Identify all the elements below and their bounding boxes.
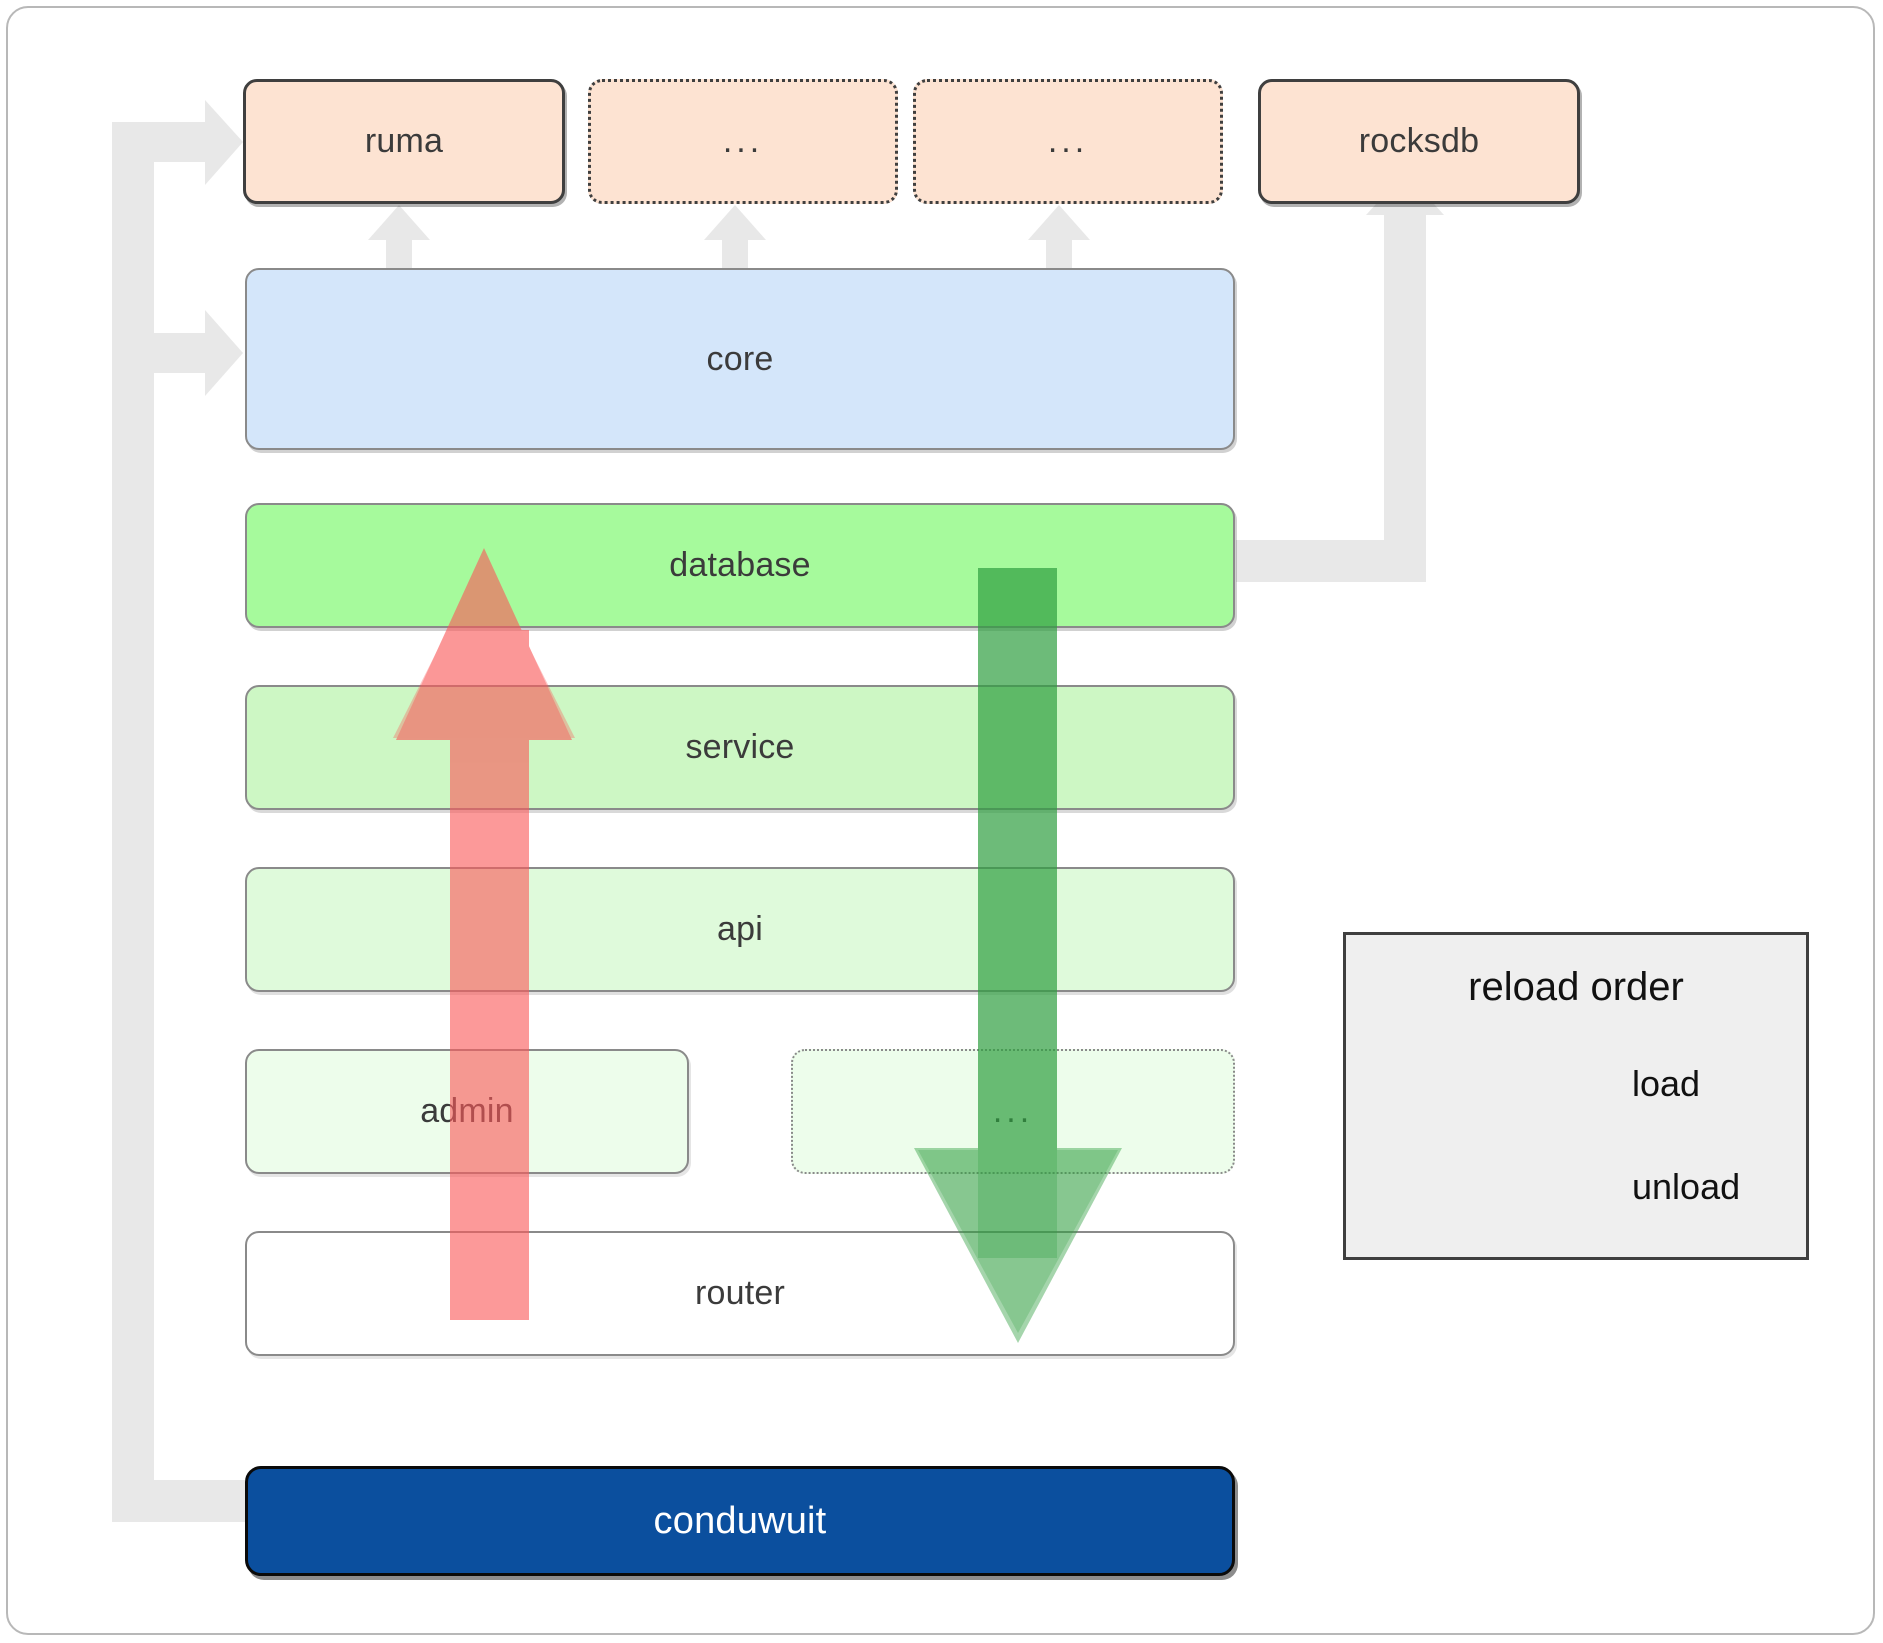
legend-label-unload: unload [1632,1166,1741,1207]
layer-node-service[interactable]: service [245,685,1235,810]
layer-node-placeholder[interactable]: ... [791,1049,1235,1174]
layer-node-core[interactable]: core [245,268,1235,450]
binary-node-conduwuit[interactable]: conduwuit [245,1466,1235,1576]
layer-label-database: database [669,546,811,584]
layer-node-admin[interactable]: admin [245,1049,689,1174]
legend-label-load: load [1632,1063,1701,1104]
layer-label-core: core [706,339,774,378]
layer-label-api: api [717,910,763,948]
dependency-label-rocksdb: rocksdb [1358,122,1480,160]
layer-label-service: service [685,728,795,766]
diagram-frame [6,6,1875,1635]
dependency-label-placeholder-1: ... [722,121,764,160]
layer-label-admin: admin [420,1092,514,1130]
layer-node-router[interactable]: router [245,1231,1235,1356]
dependency-node-rocksdb[interactable]: rocksdb [1258,79,1580,204]
dependency-label-ruma: ruma [364,122,444,160]
layer-label-placeholder: ... [992,1091,1034,1130]
layer-node-api[interactable]: api [245,867,1235,992]
binary-label-conduwuit: conduwuit [653,1499,827,1542]
legend-title: reload order [1468,965,1684,1009]
layer-node-database[interactable]: database [245,503,1235,628]
dependency-label-placeholder-2: ... [1047,121,1089,160]
dependency-node-placeholder-2[interactable]: ... [913,79,1223,204]
dependency-node-placeholder-1[interactable]: ... [588,79,898,204]
dependency-node-ruma[interactable]: ruma [243,79,565,204]
layer-label-router: router [694,1274,786,1312]
